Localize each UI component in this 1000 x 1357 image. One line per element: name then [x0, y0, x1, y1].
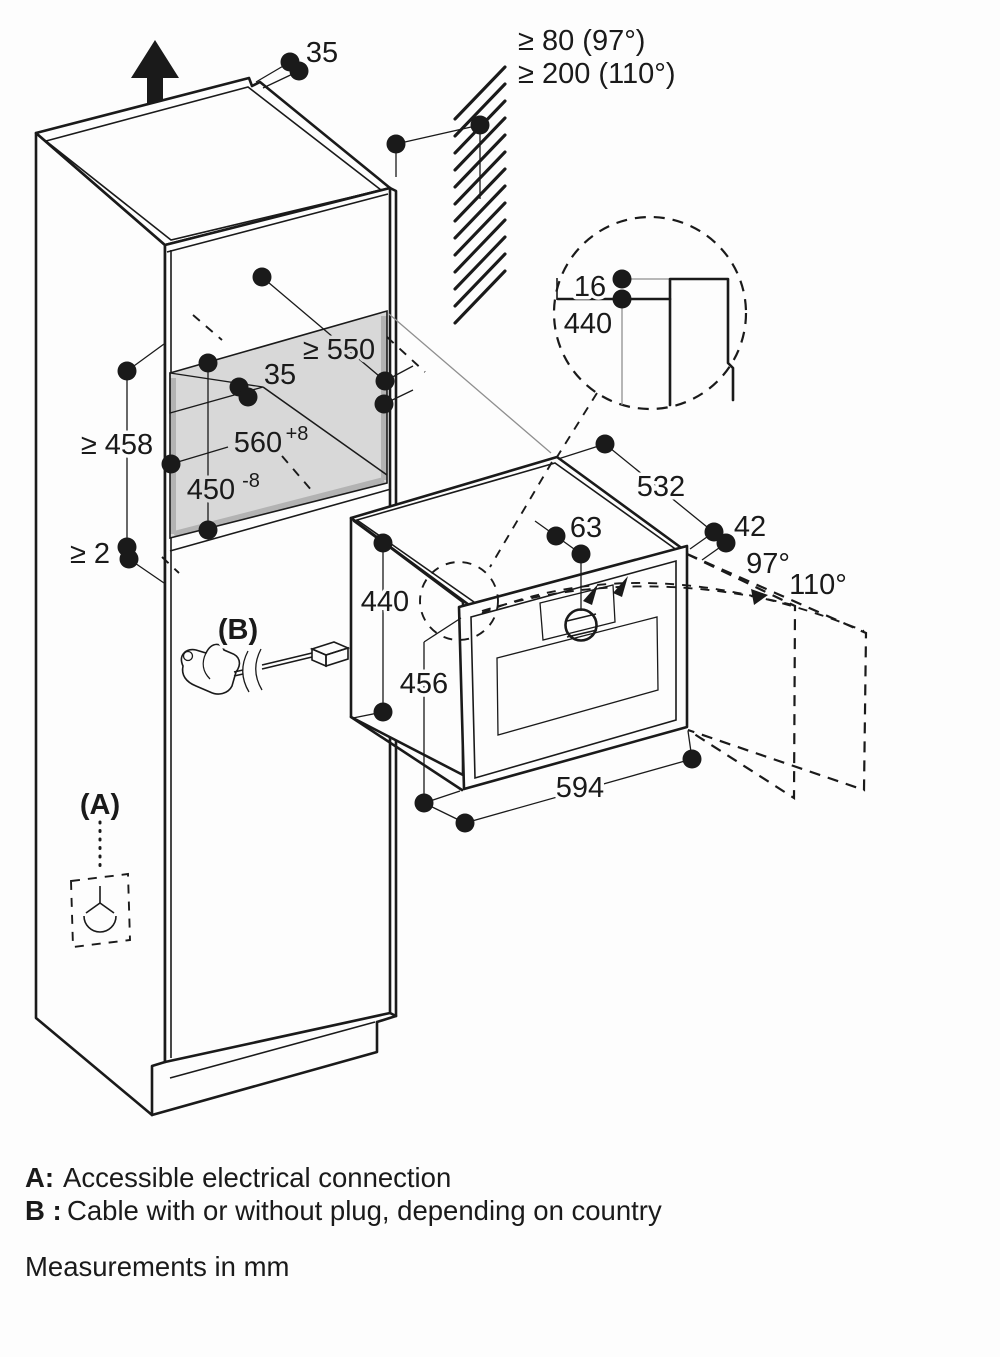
dim-wall-clearance-110: ≥ 200 (110°)	[518, 58, 676, 90]
projection-lines	[161, 313, 552, 574]
door-open-97	[686, 553, 797, 801]
dim-wall-clearance-97: ≥ 80 (97°)	[518, 25, 645, 57]
power-cable	[180, 641, 351, 695]
dim-top-rail: 35	[306, 37, 338, 69]
dim-niche-width: 560	[234, 427, 282, 459]
dim-detail-440: 440	[564, 308, 612, 340]
dim-niche-rail: 35	[264, 359, 296, 391]
swing-arrowhead	[751, 589, 768, 605]
measurements-note: Measurements in mm	[25, 1251, 289, 1282]
dim-detail-16: 16	[574, 271, 606, 303]
dim-niche-height-sup: -8	[242, 470, 260, 492]
dim-oven-body-height: 440	[361, 586, 409, 618]
dimension-dots	[117, 52, 736, 833]
dim-oven-front-height: 456	[400, 668, 448, 700]
dim-niche-width-sup: +8	[286, 423, 309, 445]
up-arrow-icon	[131, 40, 179, 108]
cabinet	[34, 76, 398, 1117]
socket-box	[70, 872, 131, 949]
label-connection-point: (A)	[80, 789, 120, 821]
dim-door-angle-97: 97°	[746, 548, 790, 580]
legend-text-a: Accessible electrical connection	[63, 1162, 451, 1193]
electrical-point	[70, 820, 131, 949]
oven	[349, 455, 689, 792]
cable-connector	[309, 641, 351, 668]
dim-compartment-height: ≥ 458	[81, 429, 153, 461]
dimension-texts: 35 ≥ 80 (97°) ≥ 200 (110°) 16 440 ≥ 550 …	[66, 22, 850, 825]
dim-niche-depth: ≥ 550	[303, 334, 375, 366]
legend-key-a: A:	[25, 1162, 54, 1193]
legend: A: Accessible electrical connection B : …	[25, 1162, 662, 1282]
dimension-lines	[117, 52, 736, 833]
plug-icon	[180, 643, 241, 695]
dim-door-gap: 42	[734, 511, 766, 543]
dim-oven-width: 594	[556, 772, 604, 804]
door-open-110	[686, 552, 868, 792]
socket-icon	[83, 886, 117, 933]
dim-niche-height: 450	[187, 474, 235, 506]
legend-key-b: B :	[25, 1195, 62, 1226]
door-swing	[481, 552, 868, 801]
swing-arrowhead	[583, 584, 598, 605]
label-cable: (B)	[218, 614, 258, 646]
dim-bottom-gap: ≥ 2	[70, 538, 110, 570]
dim-oven-depth: 532	[637, 471, 685, 503]
swing-arrowhead	[613, 576, 628, 597]
detail-callout	[419, 215, 748, 641]
dim-knob-offset: 63	[570, 512, 602, 544]
dim-door-angle-110: 110°	[789, 569, 847, 601]
niche	[169, 309, 392, 552]
legend-text-b: Cable with or without plug, depending on…	[67, 1195, 662, 1226]
insertion-dashes	[161, 314, 426, 574]
